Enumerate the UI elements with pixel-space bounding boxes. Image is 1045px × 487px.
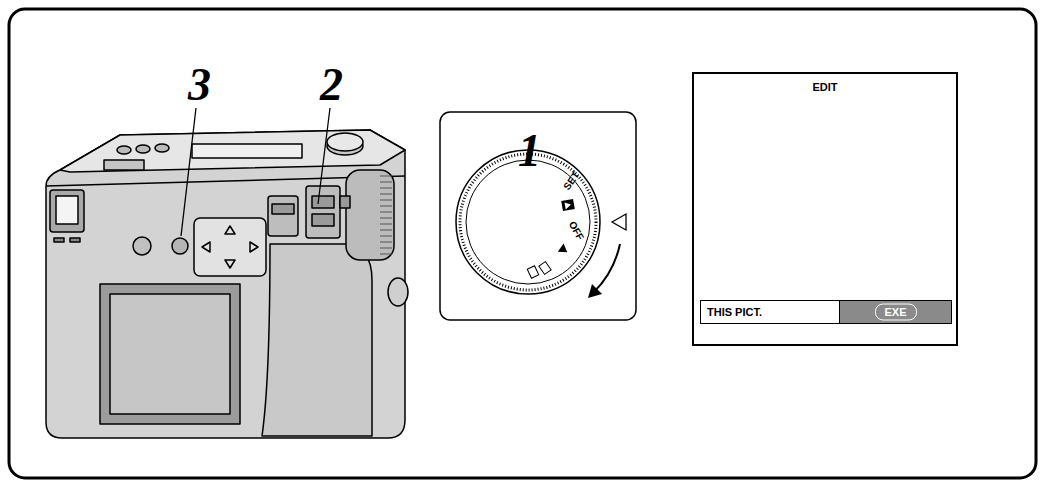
leader-line [318,108,330,204]
frame [9,9,1036,478]
menu-cell: THIS PICT. [700,300,840,324]
menu-text: EXE [874,304,916,321]
callout-number: 2 [320,62,343,108]
callout-number: 3 [188,62,211,108]
mode-dial [456,150,626,298]
exe-cell: EXE [840,300,952,324]
inset-box [440,112,636,320]
screen-title: EDIT [694,82,956,93]
screen-panel: EDIT THIS PICT. EXE [692,72,958,346]
camera [46,130,408,438]
menu-text: THIS PICT. [707,307,762,318]
callout-number: 1 [518,128,541,174]
leader-line [181,108,196,236]
